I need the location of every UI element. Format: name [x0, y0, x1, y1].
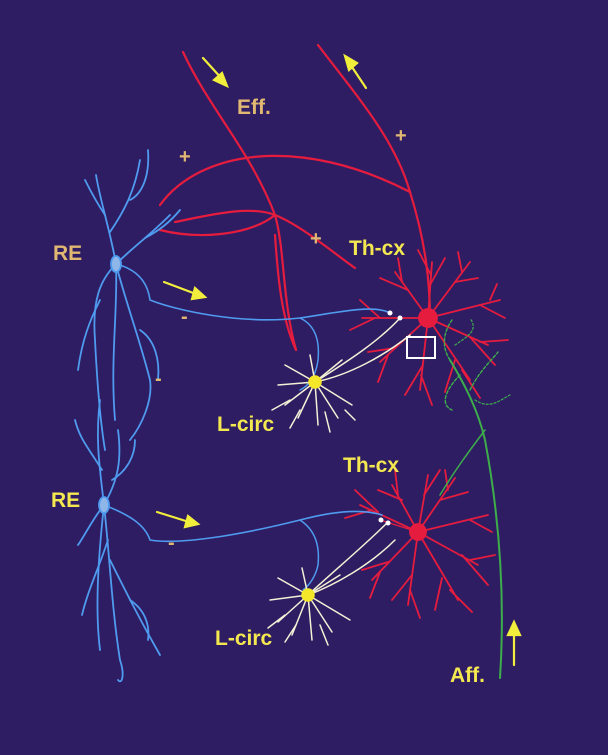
- excitatory-sign: +: [310, 228, 322, 251]
- square-outline-icon: [407, 337, 435, 358]
- inhibitory-sign: -: [168, 532, 175, 555]
- excitatory-sign: +: [179, 146, 191, 169]
- arrow-icon: [157, 512, 198, 527]
- local-circuit-neuron-top: [272, 311, 410, 433]
- re-neuron-top: [78, 150, 388, 450]
- arrows: [157, 56, 520, 665]
- thalamocortical-neuron-top: [350, 250, 508, 405]
- collateral-branch-2: [175, 211, 275, 222]
- arrow-icon: [203, 58, 227, 86]
- thalamocortical-neuron-bottom: [345, 470, 495, 618]
- inhibitory-sign: -: [181, 306, 188, 329]
- thalamocortical-label-bottom: Th-cx: [343, 454, 399, 478]
- excitatory-sign: +: [395, 125, 407, 148]
- collateral-arc: [160, 156, 410, 205]
- thalamocortical-label-top: Th-cx: [349, 237, 405, 261]
- efferent-axon-right: [318, 45, 430, 320]
- re-label-bottom: RE: [51, 489, 80, 513]
- local-circuit-label-bottom: L-circ: [215, 627, 272, 651]
- collateral-branch-1: [160, 215, 355, 268]
- afferent-label: Aff.: [450, 664, 485, 688]
- arrow-icon: [164, 282, 205, 299]
- re-label-top: RE: [53, 242, 82, 266]
- local-circuit-label-top: L-circ: [217, 413, 274, 437]
- efferent-axons: [160, 45, 430, 350]
- inhibitory-sign: -: [155, 368, 162, 391]
- efferent-label: Eff.: [237, 96, 271, 120]
- arrow-icon: [508, 622, 520, 665]
